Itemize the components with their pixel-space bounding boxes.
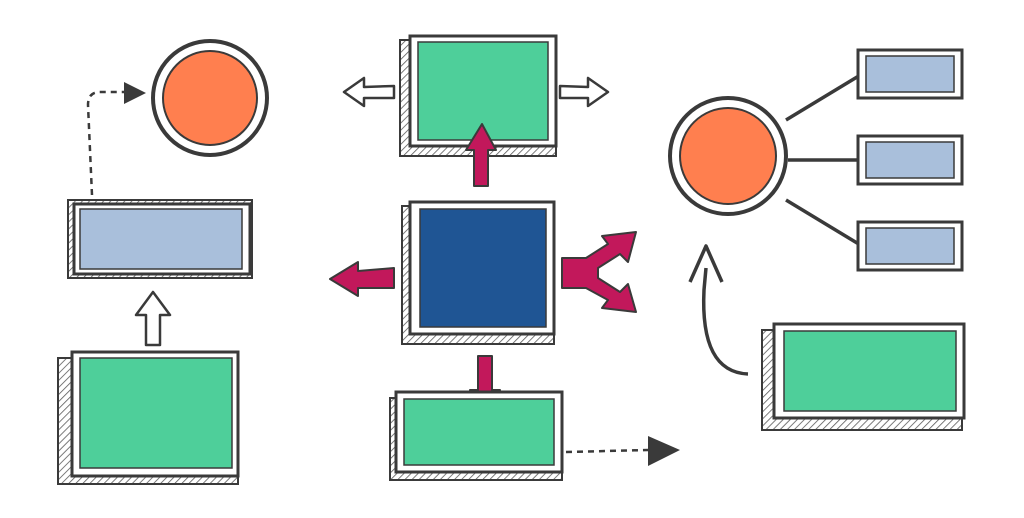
right-curved-arrow [688, 244, 749, 376]
bottom-dashed-arrow [565, 436, 680, 466]
magenta-fork-arrow [561, 231, 637, 313]
right-connector-lines [785, 72, 863, 248]
magenta-arrow-left [329, 261, 395, 297]
right-green-rect [761, 322, 966, 431]
left-dashed-arrow [86, 82, 146, 196]
left-hollow-up-arrow [134, 290, 172, 347]
right-blue-rect-3 [856, 220, 964, 272]
right-blue-rect-1 [856, 48, 964, 100]
left-green-rect [57, 350, 240, 485]
center-bottom-green-rect [389, 390, 564, 481]
right-blue-rect-2 [856, 134, 964, 186]
left-blue-rect [67, 199, 253, 279]
hollow-arrow-right [558, 76, 610, 108]
right-orange-circle [668, 96, 788, 216]
center-navy-square [401, 200, 556, 345]
magenta-arrow-up [465, 123, 497, 187]
hollow-arrow-left [342, 76, 396, 108]
left-orange-circle [151, 39, 269, 157]
